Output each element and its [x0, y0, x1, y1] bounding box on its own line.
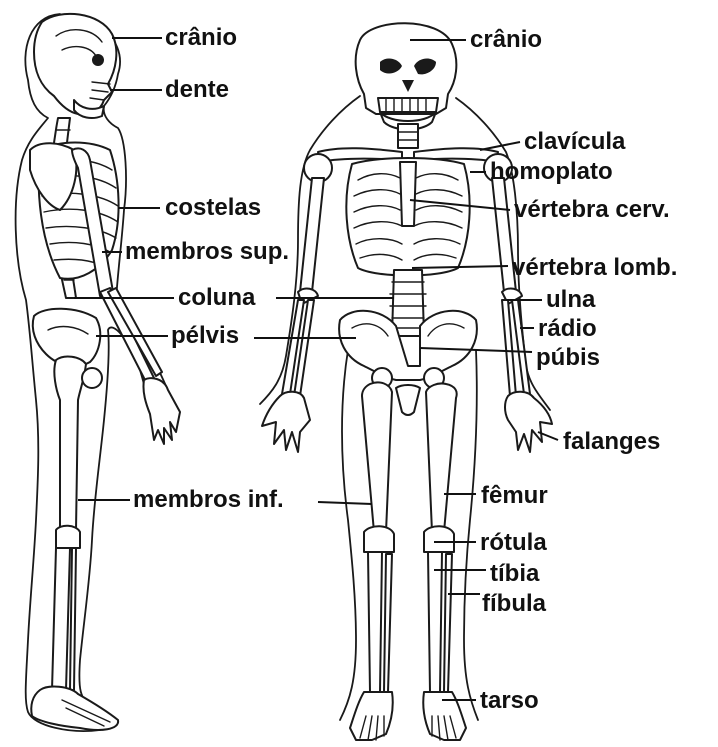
- front-skeleton: [260, 23, 552, 740]
- label-front-pubis: púbis: [536, 346, 600, 370]
- label-front-tarso: tarso: [480, 689, 539, 713]
- label-front-tibia: tíbia: [490, 562, 539, 586]
- side-skeleton: [16, 14, 180, 731]
- label-front-radio: rádio: [538, 317, 597, 341]
- label-front-ulna: ulna: [546, 288, 595, 312]
- label-front-homoplato: homoplato: [490, 160, 613, 184]
- label-front-fibula: fíbula: [482, 592, 546, 616]
- label-side-pelvis: pélvis: [171, 324, 239, 348]
- label-front-vertebra-lomb: vértebra lomb.: [512, 256, 677, 280]
- label-front-clavicula: clavícula: [524, 130, 625, 154]
- label-front-vertebra-cerv: vértebra cerv.: [514, 198, 670, 222]
- label-side-membros-inf: membros inf.: [133, 488, 284, 512]
- label-side-membros-sup: membros sup.: [125, 240, 289, 264]
- label-side-dente: dente: [165, 78, 229, 102]
- label-front-rotula: rótula: [480, 531, 547, 555]
- label-side-cranio: crânio: [165, 26, 237, 50]
- label-side-costelas: costelas: [165, 196, 261, 220]
- label-front-cranio: crânio: [470, 28, 542, 52]
- label-front-femur: fêmur: [481, 484, 548, 508]
- label-front-falanges: falanges: [563, 430, 660, 454]
- label-side-coluna: coluna: [178, 286, 255, 310]
